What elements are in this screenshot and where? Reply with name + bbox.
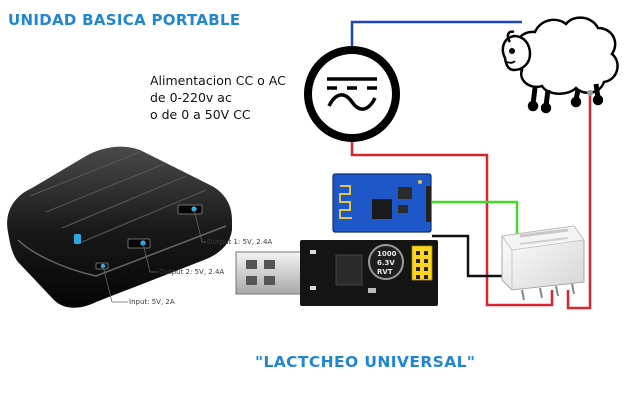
capacitor-label: 1000 <box>377 250 397 258</box>
power-bank-logo <box>74 234 81 244</box>
red-wire <box>566 92 592 310</box>
esp-socket <box>411 245 433 281</box>
usb-port-output-1 <box>177 204 203 215</box>
usb-port-output-2 <box>127 238 151 249</box>
blue-wire <box>350 20 522 50</box>
input-label: Input: 5V, 2A <box>129 298 175 306</box>
usb-esp-adapter: 1000 6.3V RVT <box>235 240 438 306</box>
capacitor-label: 6.3V <box>377 259 395 267</box>
power-supply-line: o de 0 a 50V CC <box>150 107 251 122</box>
capacitor: 1000 6.3V RVT <box>368 244 404 280</box>
power-supply-line: de 0-220v ac <box>150 90 232 105</box>
output-1-label: Output 1: 5V, 2.4A <box>207 238 272 246</box>
green-wire <box>432 200 519 236</box>
sheep-icon <box>501 16 619 114</box>
esp01-module <box>332 173 432 233</box>
power-supply-line: Alimentacion CC o AC <box>150 73 286 88</box>
power-bank: Output 1: 5V, 2.4A Output 2: 5V, 2.4A In… <box>7 146 272 308</box>
power-supply-label: Alimentacion CC o AC de 0-220v ac o de 0… <box>150 72 286 123</box>
usb-plug <box>235 251 303 295</box>
capacitor-label: RVT <box>377 268 393 276</box>
red-wire <box>350 140 554 307</box>
diagram-caption: "LACTCHEO UNIVERSAL" <box>255 353 476 371</box>
relay <box>501 225 585 301</box>
black-wire <box>432 234 512 278</box>
ac-dc-source-icon <box>304 46 400 142</box>
output-2-label: Output 2: 5V, 2.4A <box>159 268 224 276</box>
page-title: UNIDAD BASICA PORTABLE <box>8 11 241 29</box>
